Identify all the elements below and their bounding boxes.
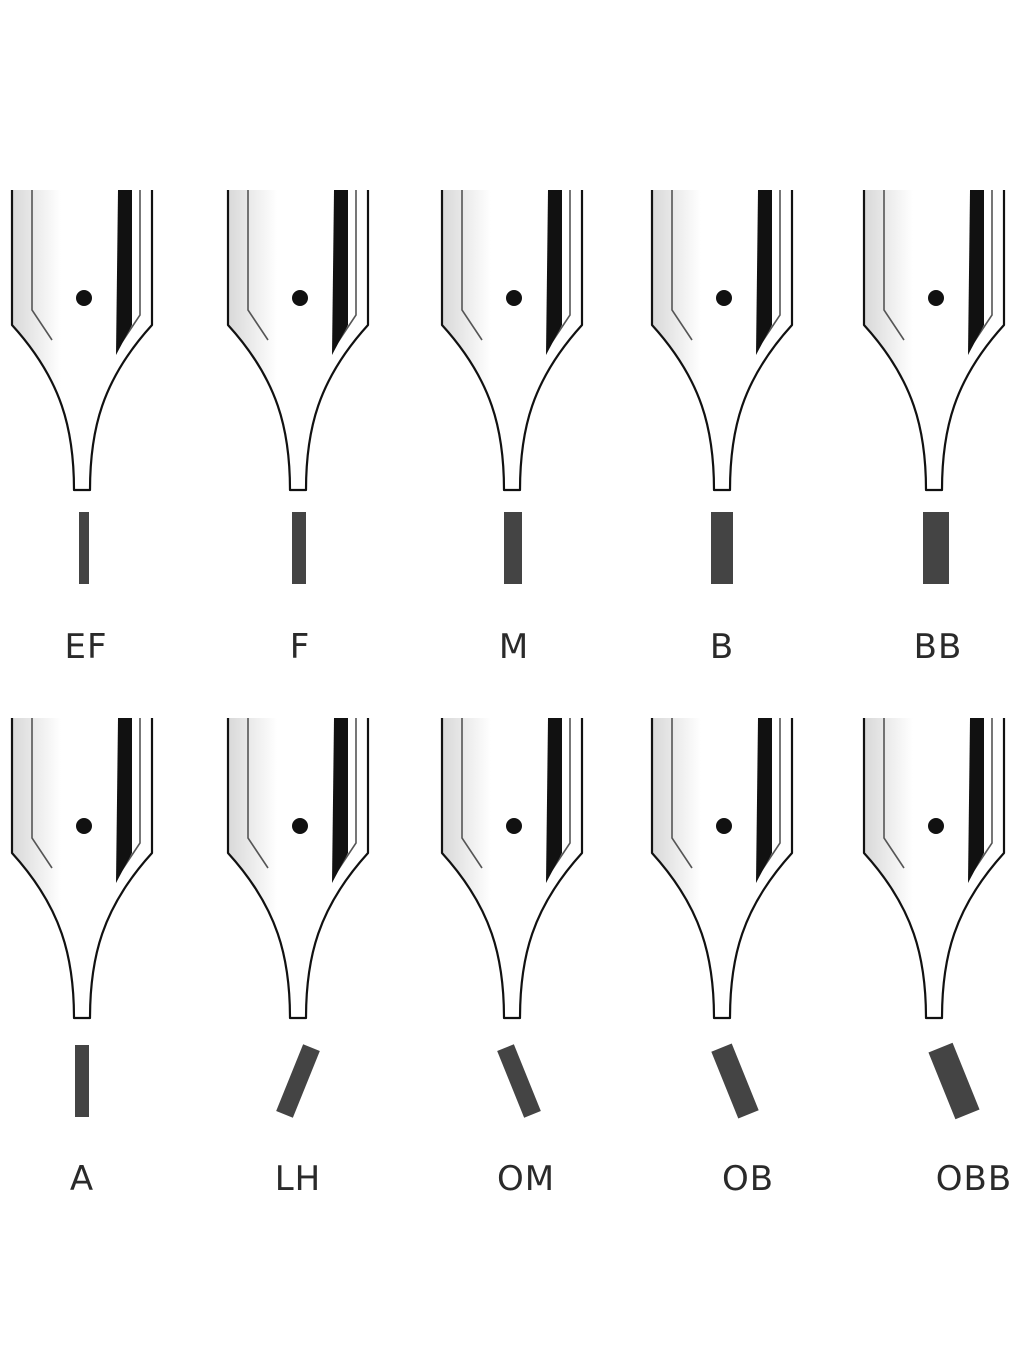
nib-bevel-band: [116, 718, 132, 883]
nib-bevel-band: [332, 190, 348, 355]
nib-bevel-band: [116, 190, 132, 355]
nib-shoulder-left: [671, 190, 693, 341]
nib-ef: EF: [10, 190, 154, 667]
stroke-sample: [923, 512, 949, 584]
nib-m: M: [440, 190, 584, 667]
nib-label: M: [499, 627, 529, 667]
nib-shoulder-right: [337, 190, 357, 343]
breather-hole: [506, 818, 522, 834]
nib-label: OB: [722, 1159, 774, 1199]
nib-label: A: [70, 1159, 94, 1199]
nib-shoulder-left: [883, 190, 905, 341]
nib-shoulder-right: [551, 190, 571, 343]
nib-bb: BB: [862, 190, 1006, 667]
breather-hole: [292, 290, 308, 306]
nib-bevel-band: [546, 718, 562, 883]
nib-shoulder-right: [551, 718, 571, 871]
nib-shoulder-left: [31, 718, 53, 869]
nib-b: B: [650, 190, 794, 667]
nib-shoulder-left: [461, 718, 483, 869]
nib-label: OBB: [936, 1159, 1012, 1199]
nib-shoulder-right: [761, 718, 781, 871]
nib-shoulder-right: [973, 190, 993, 343]
nib-obb: OBB: [862, 718, 1012, 1199]
nib-label: EF: [64, 627, 107, 667]
nib-shoulder-left: [883, 718, 905, 869]
nib-shoulder-right: [973, 718, 993, 871]
nib-label: OM: [497, 1159, 555, 1199]
nib-shoulder-right: [121, 718, 141, 871]
breather-hole: [76, 290, 92, 306]
nib-label: BB: [914, 627, 963, 667]
breather-hole: [928, 290, 944, 306]
stroke-sample: [292, 512, 306, 584]
nib-label: F: [290, 627, 311, 667]
nib-a: A: [10, 718, 154, 1199]
breather-hole: [292, 818, 308, 834]
nib-om: OM: [440, 718, 584, 1199]
nib-label: LH: [275, 1159, 322, 1199]
nib-bevel-band: [332, 718, 348, 883]
nib-bevel-band: [968, 718, 984, 883]
nib-shoulder-left: [247, 190, 269, 341]
breather-hole: [506, 290, 522, 306]
nib-label: B: [710, 627, 734, 667]
breather-hole: [716, 290, 732, 306]
stroke-sample: [504, 512, 522, 584]
stroke-sample: [711, 512, 733, 584]
nib-shoulder-left: [671, 718, 693, 869]
breather-hole: [76, 818, 92, 834]
stroke-sample: [928, 1042, 980, 1120]
stroke-sample: [79, 512, 89, 584]
nib-bevel-band: [546, 190, 562, 355]
breather-hole: [716, 818, 732, 834]
stroke-sample: [75, 1045, 89, 1117]
nib-bevel-band: [756, 190, 772, 355]
breather-hole: [928, 818, 944, 834]
nib-f: F: [226, 190, 370, 667]
nib-bevel-band: [756, 718, 772, 883]
nib-shoulder-right: [337, 718, 357, 871]
stroke-sample: [276, 1044, 320, 1118]
nib-shoulder-right: [121, 190, 141, 343]
nib-ob: OB: [650, 718, 794, 1199]
nib-lh: LH: [226, 718, 370, 1199]
nib-shoulder-left: [247, 718, 269, 869]
nib-bevel-band: [968, 190, 984, 355]
stroke-sample: [497, 1044, 541, 1118]
stroke-sample: [711, 1043, 759, 1119]
nib-shoulder-left: [461, 190, 483, 341]
nib-shoulder-right: [761, 190, 781, 343]
nib-shoulder-left: [31, 190, 53, 341]
